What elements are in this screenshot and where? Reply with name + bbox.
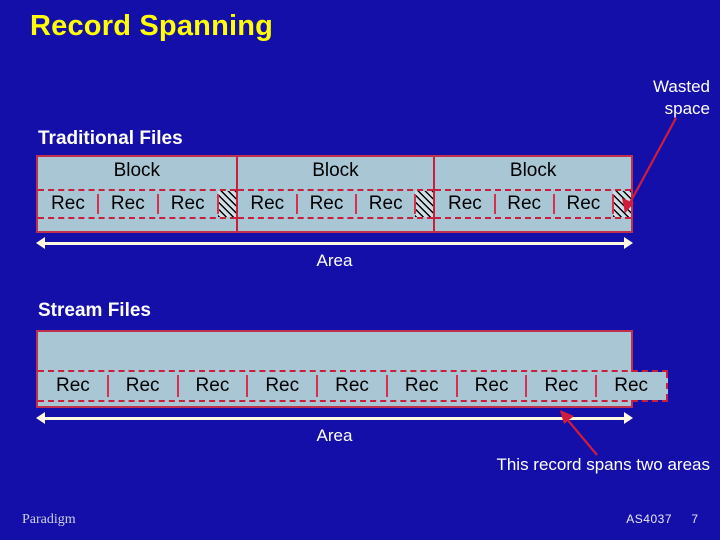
footer-brand: Paradigm [22, 512, 76, 527]
record-strip: Rec Rec Rec [435, 189, 631, 219]
record-strip: Rec Rec Rec [237, 189, 434, 219]
record-cell: Rec [246, 372, 318, 400]
spanning-record-note: This record spans two areas [496, 455, 710, 474]
record-cell: Rec [355, 191, 416, 217]
record-cell: Rec [385, 372, 457, 400]
block-label: Block [312, 160, 359, 181]
record-cell: Rec [156, 191, 218, 217]
block-label: Block [113, 160, 161, 181]
record-strip: Rec Rec Rec Rec Rec Rec Rec Rec Rec [38, 370, 669, 402]
wasted-space-cell [216, 191, 236, 217]
page-title: Record Spanning [30, 10, 274, 42]
wasted-space-line-1: Wasted [652, 77, 710, 96]
footer-page-number: 7 [691, 512, 698, 526]
record-cell: Rec [237, 191, 297, 217]
area-label: Area [316, 251, 353, 270]
traditional-files-diagram: Block Rec Rec Rec Block Rec Rec Rec Bloc… [36, 155, 633, 233]
measure-line [42, 242, 627, 245]
block-column: Block Rec Rec Rec [235, 157, 434, 231]
wasted-space-cell [611, 191, 631, 217]
arrow-left-icon [36, 237, 45, 249]
heading-traditional-files: Traditional Files [38, 128, 183, 149]
wasted-space-line-2: space [664, 98, 710, 118]
footer-code: AS4037 [626, 512, 672, 526]
measure-line [42, 417, 627, 420]
stream-files-diagram: Rec Rec Rec Rec Rec Rec Rec Rec Rec [36, 330, 669, 408]
record-cell: Rec [38, 191, 98, 217]
record-cell: Rec [552, 191, 613, 217]
area-label: Area [316, 426, 353, 445]
block-label: Block [509, 160, 557, 181]
heading-stream-files: Stream Files [38, 300, 151, 321]
block-column: Block Rec Rec Rec [38, 157, 236, 231]
record-cell-spanning: Rec [595, 372, 669, 400]
record-cell: Rec [38, 372, 108, 400]
record-strip: Rec Rec Rec [38, 189, 236, 219]
record-cell: Rec [96, 191, 158, 217]
record-cell: Rec [435, 191, 495, 217]
arrow-right-icon [624, 237, 633, 249]
record-cell: Rec [176, 372, 248, 400]
wasted-space-cell [414, 191, 434, 217]
arrow-left-icon [36, 412, 45, 424]
wasted-space-callout: Wasted space [600, 76, 710, 120]
record-cell: Rec [455, 372, 527, 400]
area-measure-stream: Area [36, 412, 633, 456]
record-cell: Rec [295, 191, 357, 217]
record-cell: Rec [493, 191, 554, 217]
arrow-right-icon [624, 412, 633, 424]
record-cell: Rec [106, 372, 178, 400]
record-cell: Rec [525, 372, 597, 400]
record-cell: Rec [316, 372, 387, 400]
block-column: Block Rec Rec Rec [433, 157, 631, 231]
area-measure-traditional: Area [36, 237, 633, 281]
